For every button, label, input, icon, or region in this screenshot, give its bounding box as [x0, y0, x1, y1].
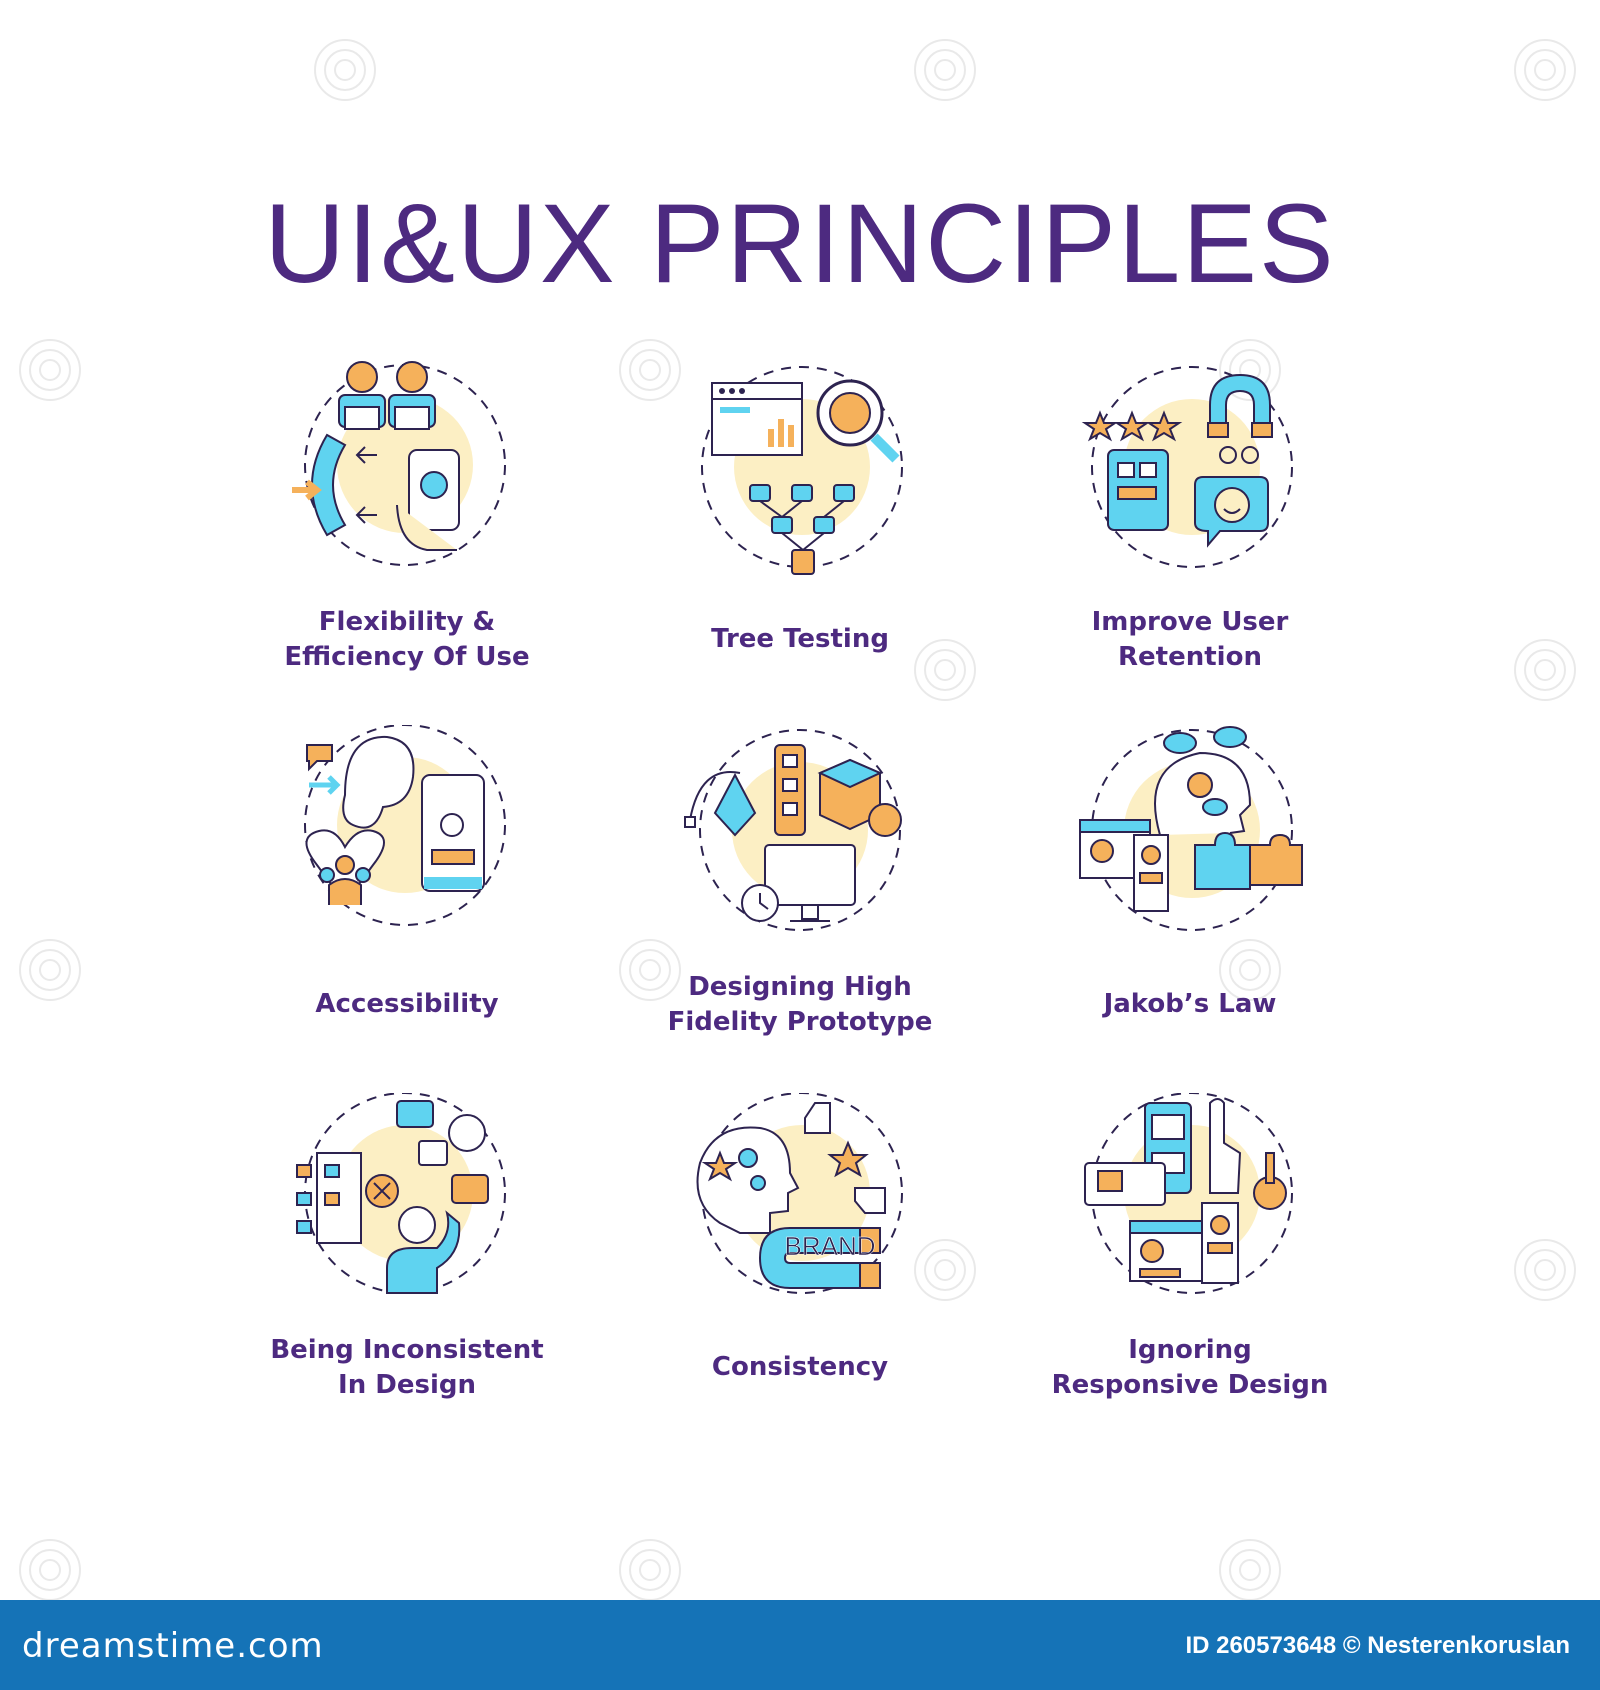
jakobs-law-icon [1079, 726, 1303, 931]
principle-label: Consistency [711, 1352, 889, 1382]
principle-card-user-retention: Improve User Retention [980, 355, 1400, 715]
watermark-swirl-icon [19, 339, 81, 401]
principle-card-consistency: BRAND Consistency [590, 1093, 1010, 1453]
watermark-swirl-icon [914, 639, 976, 701]
user-retention-icon [1081, 366, 1293, 568]
watermark-swirl-icon [914, 1239, 976, 1301]
principle-card-inconsistent-design: Being Inconsistent In Design [197, 1093, 617, 1453]
watermark-swirl-icon [1514, 639, 1576, 701]
watermark-swirl-icon [19, 939, 81, 1001]
principle-label: Designing High Fidelity Prototype [667, 972, 933, 1037]
dreamstime-logo: dreamstime.com [22, 1626, 324, 1666]
watermark-swirl-icon [1219, 1539, 1281, 1601]
watermark-swirl-icon [619, 1539, 681, 1601]
watermark-swirl-icon [914, 39, 976, 101]
watermark-swirl-icon [1219, 939, 1281, 1001]
consistency-icon: BRAND [696, 1093, 903, 1294]
prototype-icon [684, 729, 902, 931]
watermark-swirl-icon [1219, 339, 1281, 401]
inconsistent-design-icon [296, 1093, 506, 1294]
watermark-swirl-icon [19, 1539, 81, 1601]
principle-label: Accessibility [315, 989, 499, 1019]
responsive-design-icon [1084, 1093, 1293, 1294]
principle-label: Ignoring Responsive Design [1051, 1335, 1329, 1400]
watermark-swirl-icon [1514, 1239, 1576, 1301]
footer-bar: dreamstime.com ID 260573648 © Nesterenko… [0, 1600, 1600, 1690]
principle-label: Flexibility & Efficiency Of Use [284, 607, 530, 672]
flexibility-icon [292, 361, 506, 566]
tree-testing-icon [701, 366, 903, 575]
principle-card-tree-testing: Tree Testing [590, 355, 1010, 715]
principle-card-flexibility: Flexibility & Efficiency Of Use [197, 355, 617, 715]
principle-label: Tree Testing [711, 624, 889, 654]
principle-label: Improve User Retention [1091, 607, 1289, 672]
principle-card-prototype: Designing High Fidelity Prototype [590, 725, 1010, 1085]
accessibility-icon [304, 725, 506, 926]
brand-magnet-text: BRAND [784, 1231, 875, 1261]
watermark-swirl-icon [619, 939, 681, 1001]
principle-card-accessibility: Accessibility [197, 725, 617, 1085]
principle-label: Being Inconsistent In Design [270, 1335, 544, 1400]
image-credit: ID 260573648 © Nesterenkoruslan [1185, 1632, 1570, 1659]
principle-card-responsive-design: Ignoring Responsive Design [980, 1093, 1400, 1453]
watermark-swirl-icon [314, 39, 376, 101]
principle-card-jakobs-law: Jakob’s Law [980, 725, 1400, 1085]
watermark-swirl-icon [1514, 39, 1576, 101]
watermark-swirl-icon [619, 339, 681, 401]
page-title: UI&UX PRINCIPLES [264, 181, 1336, 306]
principle-label: Jakob’s Law [1103, 989, 1277, 1019]
